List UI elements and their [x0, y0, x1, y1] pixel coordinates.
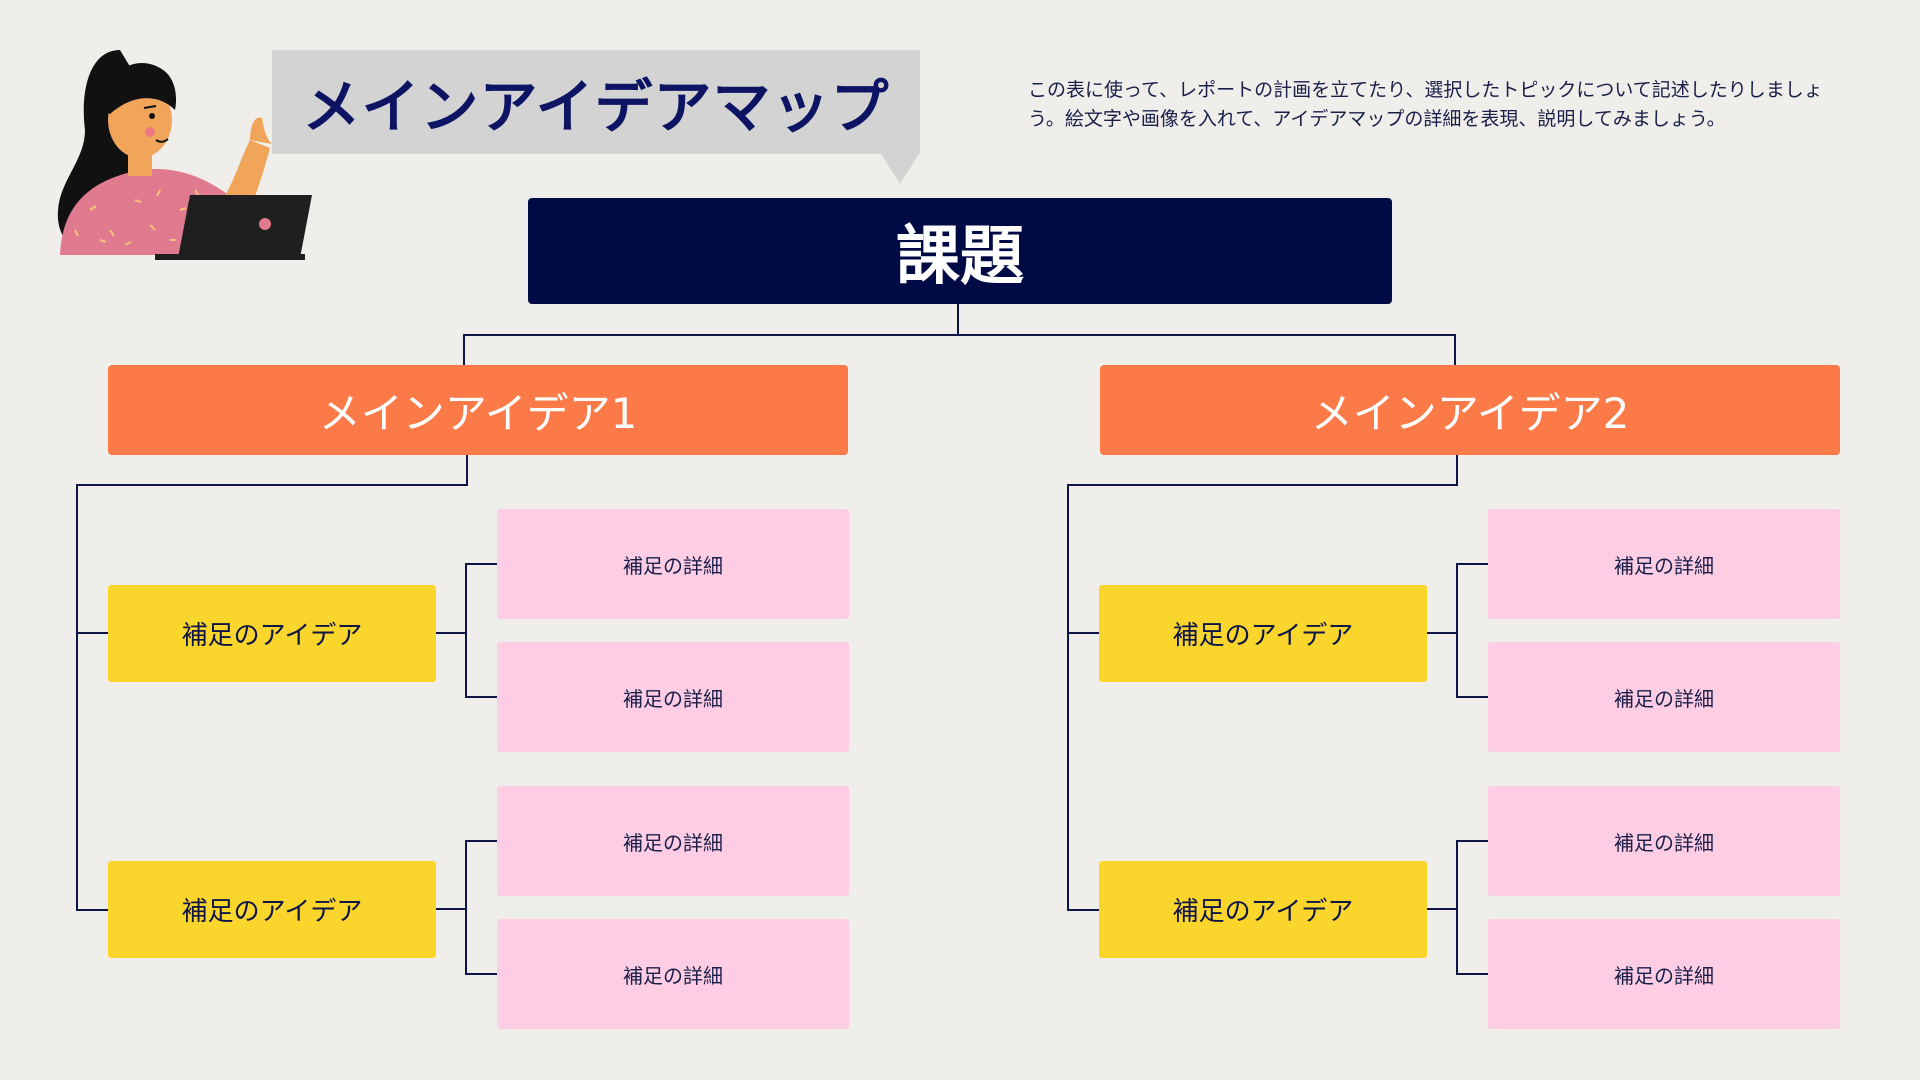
title-bubble	[272, 50, 920, 154]
main-idea-2: メインアイデア2	[1100, 365, 1840, 455]
main-idea-1: メインアイデア1	[108, 365, 848, 455]
supporting-detail-1a-1: 補足の詳細	[497, 509, 849, 619]
supporting-detail-1b-1: 補足の詳細	[497, 786, 849, 896]
description-text: この表に使って、レポートの計画を立てたり、選択したトピックについて記述したりしま…	[1028, 79, 1823, 130]
supporting-detail-2b-1: 補足の詳細	[1488, 786, 1840, 896]
woman-with-laptop-illustration	[57, 50, 312, 260]
connector-supp-1b-details	[465, 840, 497, 975]
connector-topic-branches	[463, 334, 1456, 365]
connector-main-1	[76, 455, 468, 911]
supporting-idea-2b: 補足のアイデア	[1099, 861, 1427, 958]
connector-main-2	[1067, 455, 1458, 911]
supporting-idea-2a: 補足のアイデア	[1099, 585, 1427, 682]
supporting-detail-2a-2: 補足の詳細	[1488, 642, 1840, 752]
connector-supp-2b-details	[1456, 840, 1488, 975]
supporting-idea-1a: 補足のアイデア	[108, 585, 436, 682]
title-bubble-tail	[880, 152, 920, 184]
supporting-detail-1b-2: 補足の詳細	[497, 919, 849, 1029]
connector-supp-2a-details	[1456, 563, 1488, 698]
supporting-detail-2b-2: 補足の詳細	[1488, 919, 1840, 1029]
supporting-detail-1a-2: 補足の詳細	[497, 642, 849, 752]
topic-box: 課題	[528, 198, 1392, 304]
supporting-detail-2a-1: 補足の詳細	[1488, 509, 1840, 619]
page-title: メインアイデアマップ	[302, 73, 890, 141]
supporting-idea-1b: 補足のアイデア	[108, 861, 436, 958]
connector-supp-1a-details	[465, 563, 497, 698]
